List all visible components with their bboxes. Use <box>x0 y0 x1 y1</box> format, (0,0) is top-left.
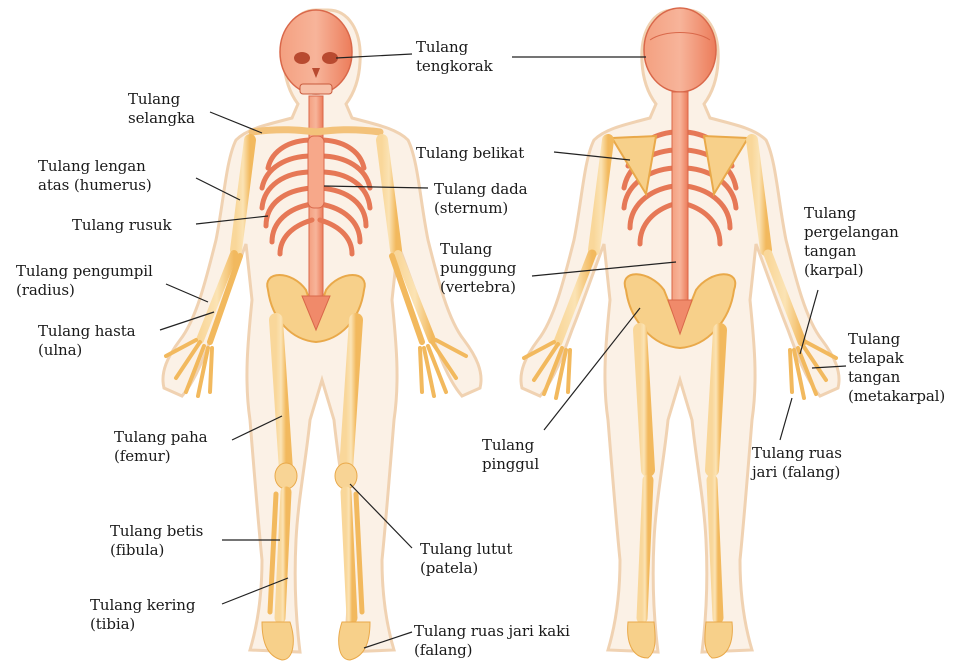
label-skull: Tulang tengkorak <box>416 38 493 76</box>
leader-fingers <box>780 398 792 440</box>
front-foot-left <box>262 622 293 660</box>
label-femur: Tulang paha (femur) <box>114 428 208 466</box>
label-humerus: Tulang lengan atas (humerus) <box>38 157 152 195</box>
back-spine <box>672 92 688 332</box>
front-clavicle <box>252 130 380 132</box>
front-tibia-left <box>280 492 286 618</box>
label-pelvis: Tulang pinggul <box>482 436 539 474</box>
label-fingers: Tulang ruas jari (falang) <box>752 444 842 482</box>
label-carpal: Tulang pergelangan tangan (karpal) <box>804 204 899 280</box>
label-tibia: Tulang kering (tibia) <box>90 596 195 634</box>
back-femur-left <box>640 330 648 470</box>
label-radius: Tulang pengumpil (radius) <box>16 262 153 300</box>
label-clavicle: Tulang selangka <box>128 90 195 128</box>
front-skull <box>280 10 352 94</box>
back-foot-right <box>705 622 732 658</box>
label-fibula: Tulang betis (fibula) <box>110 522 203 560</box>
back-tibia-left <box>642 480 648 618</box>
back-tibia-right <box>712 480 718 618</box>
leader-clavicle <box>210 112 262 133</box>
front-femur-right <box>346 320 356 470</box>
front-femur-left <box>276 320 286 470</box>
front-foot-right <box>339 622 370 660</box>
back-femur-right <box>712 330 720 470</box>
back-skeleton <box>521 8 839 658</box>
label-toes: Tulang ruas jari kaki (falang) <box>414 622 570 660</box>
front-patella-left <box>275 463 297 489</box>
label-ulna: Tulang hasta (ulna) <box>38 322 136 360</box>
back-foot-left <box>628 622 655 658</box>
back-skull <box>644 8 716 92</box>
label-vertebra: Tulang punggung (vertebra) <box>440 240 516 297</box>
label-sternum: Tulang dada (sternum) <box>434 180 527 218</box>
label-ribs: Tulang rusuk <box>72 216 172 235</box>
label-patella: Tulang lutut (patela) <box>420 540 512 578</box>
label-metacarpal: Tulang telapak tangan (metakarpal) <box>848 330 945 406</box>
label-scapula: Tulang belikat <box>416 144 524 163</box>
front-patella-right <box>335 463 357 489</box>
front-sternum <box>308 136 324 208</box>
front-tibia-right <box>346 492 352 618</box>
